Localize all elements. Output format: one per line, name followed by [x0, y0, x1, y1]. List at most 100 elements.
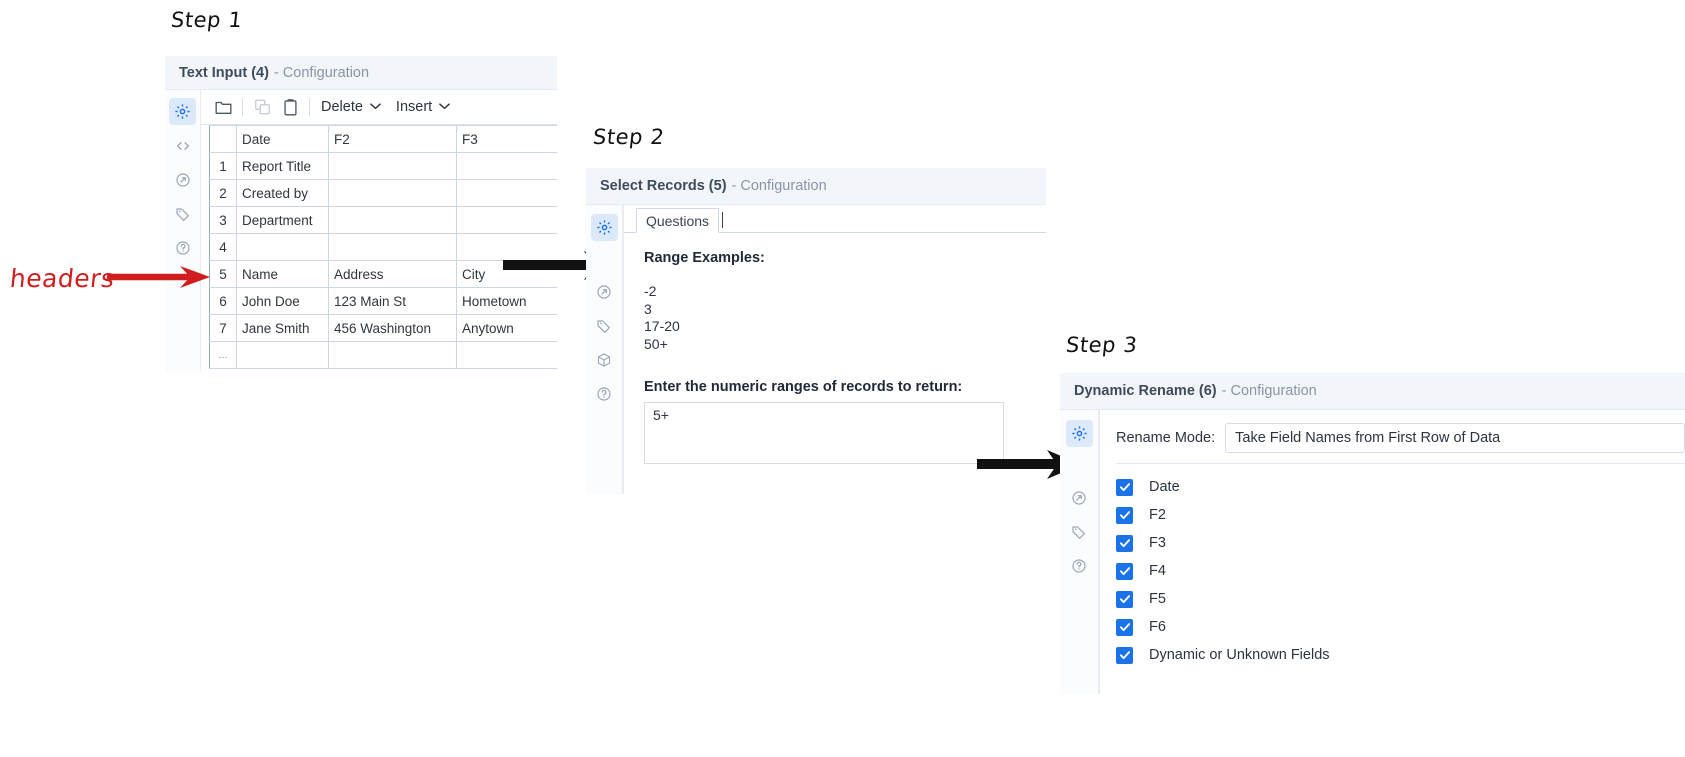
rename-mode-select[interactable]: Take Field Names from First Row of Data [1225, 423, 1685, 453]
grid-cell[interactable] [328, 179, 457, 207]
row-number-cell[interactable]: 1 [209, 152, 237, 180]
grid-cell[interactable] [456, 233, 557, 261]
field-name-label: Dynamic or Unknown Fields [1149, 647, 1330, 663]
grid-cell[interactable] [456, 179, 557, 207]
grid-cell[interactable]: John Doe [236, 287, 329, 315]
grid-cell[interactable] [456, 341, 557, 369]
grid-cell[interactable]: Jane Smith [236, 314, 329, 342]
grid-cell[interactable] [328, 152, 457, 180]
insert-button[interactable]: Insert [395, 99, 433, 115]
range-example-item: 17-20 [644, 318, 680, 334]
checkbox-checked-icon[interactable] [1116, 534, 1133, 552]
grid-cell[interactable]: Report Title [236, 152, 329, 180]
grid-cell[interactable]: Address [328, 260, 457, 288]
panel-title-suffix: - Configuration [1221, 383, 1317, 399]
circle-arrow-icon[interactable] [1066, 484, 1093, 511]
grid-cell[interactable]: Date [236, 125, 329, 153]
questions-tabstrip: Questions [624, 205, 1046, 233]
circle-arrow-icon[interactable] [169, 166, 196, 193]
circle-arrow-icon[interactable] [591, 278, 618, 305]
row-number-cell[interactable] [209, 125, 237, 153]
grid-cell[interactable]: Name [236, 260, 329, 288]
field-name-label: F3 [1149, 535, 1166, 551]
list-item[interactable]: F3 [1116, 529, 1685, 557]
tag-icon[interactable] [1066, 518, 1093, 545]
grid-cell[interactable]: 123 Main St [328, 287, 457, 315]
list-item[interactable]: Dynamic or Unknown Fields [1116, 641, 1685, 669]
help-icon[interactable] [591, 380, 618, 407]
field-name-label: Date [1149, 479, 1180, 495]
step2-annotation-label: Step 2 [591, 125, 666, 149]
gear-icon[interactable] [1065, 420, 1093, 447]
grid-cell[interactable] [328, 233, 457, 261]
text-input-config-panel: Text Input (4) - Configuration [165, 56, 557, 371]
row-number-cell[interactable]: 4 [209, 233, 237, 261]
help-icon[interactable] [1066, 552, 1093, 579]
gear-icon[interactable] [590, 214, 618, 241]
grid-cell[interactable]: F2 [328, 125, 457, 153]
cube-icon[interactable] [591, 346, 618, 373]
delete-button[interactable]: Delete [321, 99, 363, 115]
checkbox-checked-icon[interactable] [1116, 590, 1133, 608]
code-brackets-icon[interactable] [169, 132, 196, 159]
help-icon[interactable] [169, 234, 196, 261]
grid-cell[interactable]: Department [236, 206, 329, 234]
clipboard-icon[interactable] [276, 94, 304, 120]
rename-mode-label: Rename Mode: [1116, 430, 1216, 446]
grid-cell[interactable] [328, 206, 457, 234]
panel-title-name: Text Input (4) [179, 64, 269, 81]
grid-cell[interactable] [236, 341, 329, 369]
tag-icon[interactable] [169, 200, 196, 227]
grid-cell[interactable] [456, 206, 557, 234]
list-item[interactable]: F6 [1116, 613, 1685, 641]
grid-cell[interactable]: Anytown [456, 314, 557, 342]
checkbox-checked-icon[interactable] [1116, 618, 1133, 636]
row-number-cell[interactable]: 7 [209, 314, 237, 342]
row-number-cell[interactable]: ... [209, 341, 237, 369]
tag-icon[interactable] [591, 312, 618, 339]
toolbar-divider-2 [309, 98, 310, 116]
panel-title-suffix: - Configuration [731, 178, 827, 194]
range-input-field[interactable]: 5+ [644, 402, 1004, 464]
panel-title-text-input: Text Input (4) - Configuration [165, 56, 557, 90]
insert-chevron-down-icon[interactable] [434, 101, 459, 113]
delete-chevron-down-icon[interactable] [365, 101, 390, 113]
folder-icon[interactable] [209, 94, 237, 120]
range-input-prompt: Enter the numeric ranges of records to r… [644, 379, 963, 395]
checkbox-checked-icon[interactable] [1116, 646, 1133, 664]
headers-red-arrow-icon [106, 266, 210, 288]
step1-icon-rail [165, 90, 201, 371]
row-number-cell[interactable]: 6 [209, 287, 237, 315]
list-item[interactable]: F5 [1116, 585, 1685, 613]
checkbox-checked-icon[interactable] [1116, 562, 1133, 580]
row-number-cell[interactable]: 3 [209, 206, 237, 234]
list-item[interactable]: F4 [1116, 557, 1685, 585]
gear-icon[interactable] [169, 98, 196, 125]
row-number-cell[interactable]: 2 [209, 179, 237, 207]
grid-cell[interactable]: 456 Washington [328, 314, 457, 342]
grid-cell[interactable] [236, 233, 329, 261]
checkbox-checked-icon[interactable] [1116, 506, 1133, 524]
list-item[interactable]: Date [1116, 473, 1685, 501]
list-item[interactable]: F2 [1116, 501, 1685, 529]
grid-cell[interactable]: Created by [236, 179, 329, 207]
grid-cell[interactable]: Hometown [456, 287, 557, 315]
grid-cell[interactable] [456, 152, 557, 180]
copy-icon[interactable] [248, 94, 276, 120]
grid-cell[interactable] [328, 341, 457, 369]
grid-cell[interactable]: F3 [456, 125, 557, 153]
table-row[interactable]: ... [209, 341, 557, 369]
checkbox-checked-icon[interactable] [1116, 478, 1133, 496]
tab-questions[interactable]: Questions [636, 208, 724, 233]
